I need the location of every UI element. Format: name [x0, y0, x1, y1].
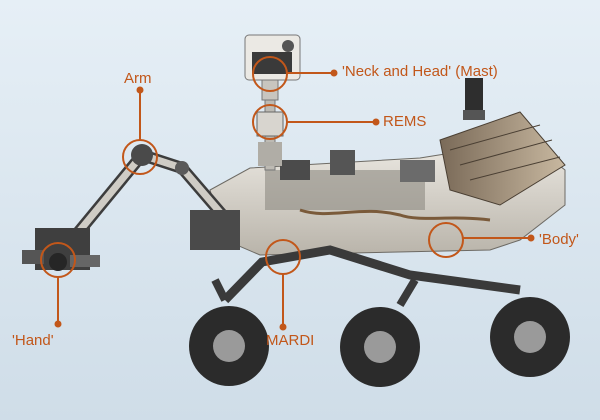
- callout-dots: [54, 69, 535, 331]
- rover-body: [209, 78, 566, 256]
- body-callout-ring: [428, 222, 464, 258]
- callouts: [40, 56, 531, 327]
- neck-head-label: 'Neck and Head' (Mast): [342, 63, 498, 80]
- hand-label: 'Hand': [12, 332, 54, 349]
- mardi-label: MARDI: [266, 332, 315, 349]
- rover-wheels: [189, 245, 570, 387]
- body-label: 'Body': [539, 231, 579, 248]
- arm-label: Arm: [124, 70, 152, 87]
- rems-label: REMS: [383, 113, 427, 130]
